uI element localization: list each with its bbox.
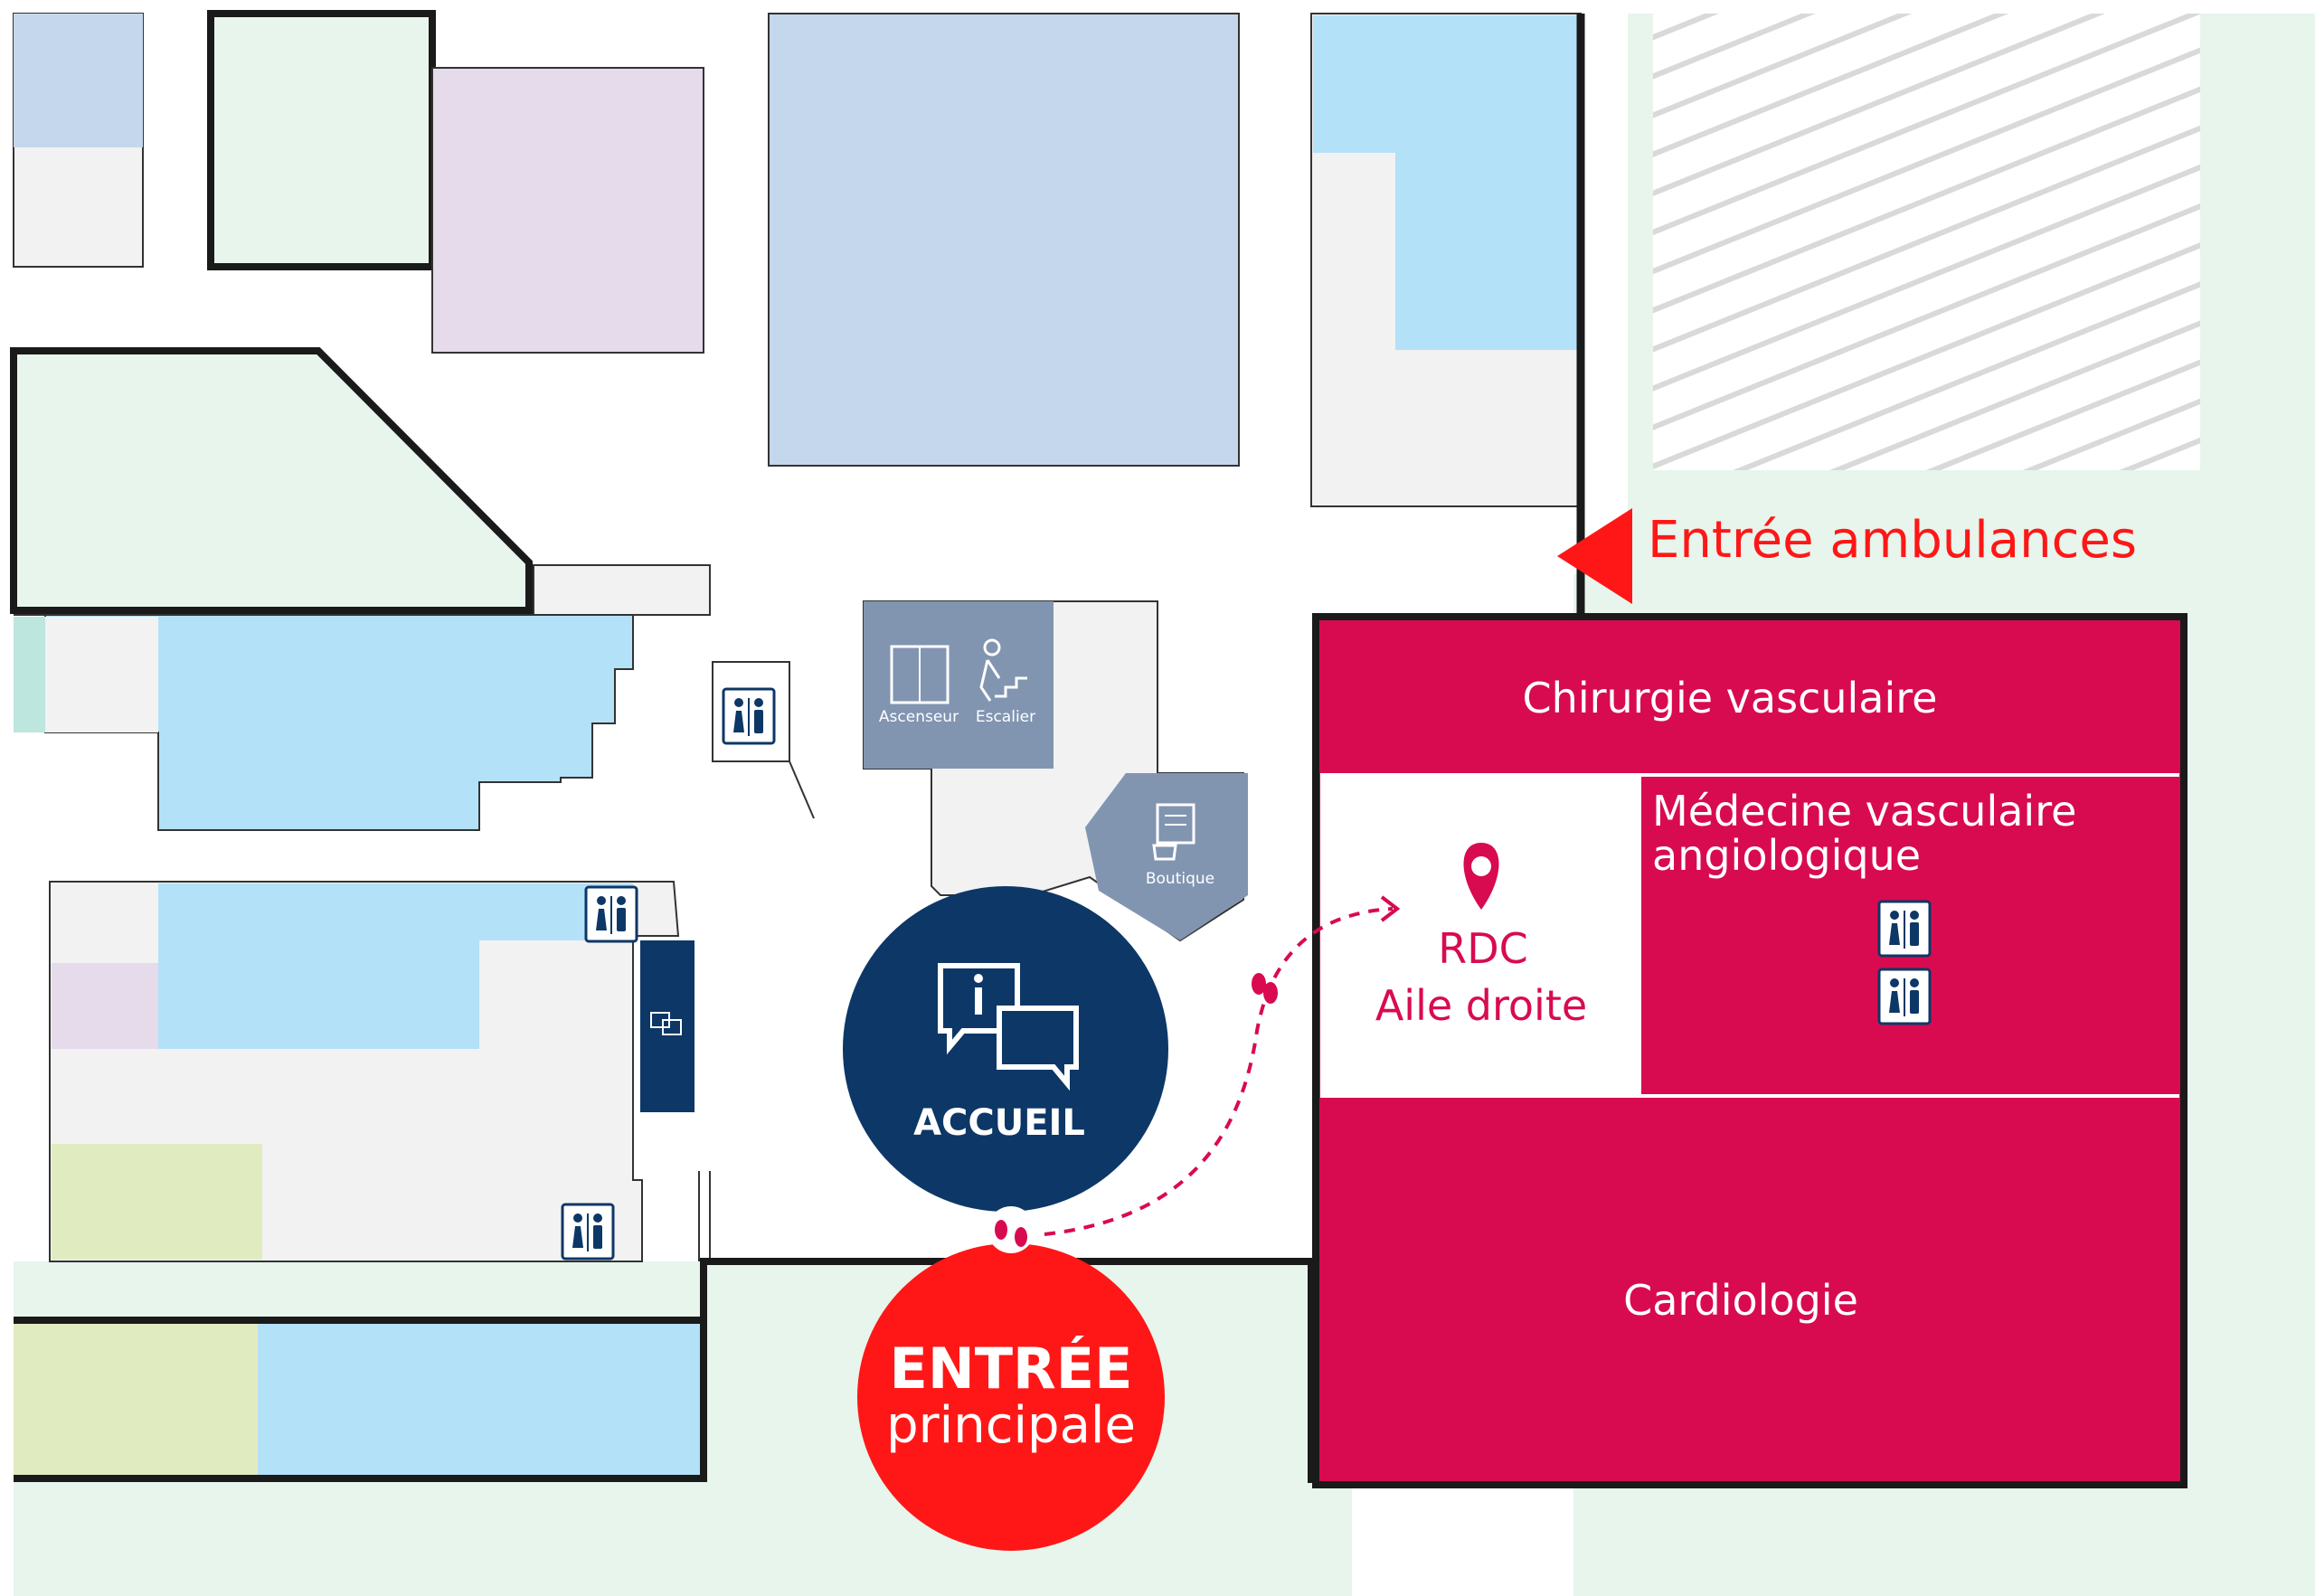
location-wing: Aile droite <box>1375 981 1587 1030</box>
room-top-right-blue-2 <box>1395 153 1580 350</box>
info-chat-icon <box>938 963 1079 1091</box>
shop-area <box>1085 773 1248 940</box>
restroom-icon <box>584 885 638 943</box>
department-chirurgie: Chirurgie vasculaire <box>1523 674 1938 722</box>
room-lower-left-lilac <box>52 963 158 1049</box>
room-top-left-blue <box>14 14 143 147</box>
stairs-label: Escalier <box>976 708 1035 726</box>
room-top-green <box>207 10 436 270</box>
walking-path <box>1044 907 1394 1236</box>
map-pin-icon <box>1463 843 1499 910</box>
shop-label: Boutique <box>1146 870 1214 888</box>
restroom-icon <box>561 1203 615 1261</box>
room-bottom-lime <box>14 1320 258 1478</box>
stairs-icon <box>979 638 1027 702</box>
door-line <box>789 760 815 819</box>
main-entrance-circle <box>857 1243 1165 1551</box>
room-top-right-blue-1 <box>1313 15 1580 153</box>
restroom-icon <box>1877 900 1932 958</box>
department-medecine-line2: angiologique <box>1652 831 1921 880</box>
room-lilac <box>431 67 704 354</box>
room-diagonal-green <box>10 347 533 614</box>
outdoor-strip-left <box>14 1478 701 1596</box>
corridor-strip <box>533 564 711 616</box>
elevator-label: Ascenseur <box>879 708 959 726</box>
restroom-icon <box>1877 968 1932 1025</box>
shop-icon <box>1152 803 1195 861</box>
hatched-parking-area <box>1653 14 2200 470</box>
footsteps-icon <box>1252 973 1278 1004</box>
room-lower-left-blue <box>158 883 633 1049</box>
room-large-blue <box>768 13 1240 467</box>
room-lower-left-lime <box>52 1144 262 1260</box>
arrow-left-icon <box>1557 508 1632 604</box>
location-panel <box>1320 775 1641 1096</box>
footsteps-icon <box>987 1206 1035 1253</box>
walking-path-arrow <box>1380 895 1401 922</box>
department-medecine-line1: Médecine vasculaire <box>1652 787 2076 836</box>
reception-label: ACCUEIL <box>913 1102 1085 1144</box>
main-entrance-line2: principale <box>886 1396 1136 1455</box>
location-floor: RDC <box>1438 924 1528 973</box>
department-cardiologie: Cardiologie <box>1623 1276 1858 1325</box>
restroom-icon <box>722 687 776 745</box>
room-stepped-grey <box>45 617 158 732</box>
elevator-stairs-panel <box>864 601 1054 769</box>
room-teal-strip <box>14 617 45 732</box>
room-bottom-blue <box>258 1320 704 1478</box>
info-chat-small-icon <box>650 1012 682 1035</box>
ambulance-entrance-label: Entrée ambulances <box>1648 511 2137 570</box>
elevator-icon <box>890 645 950 704</box>
main-entrance-line1: ENTRÉE <box>890 1336 1133 1402</box>
